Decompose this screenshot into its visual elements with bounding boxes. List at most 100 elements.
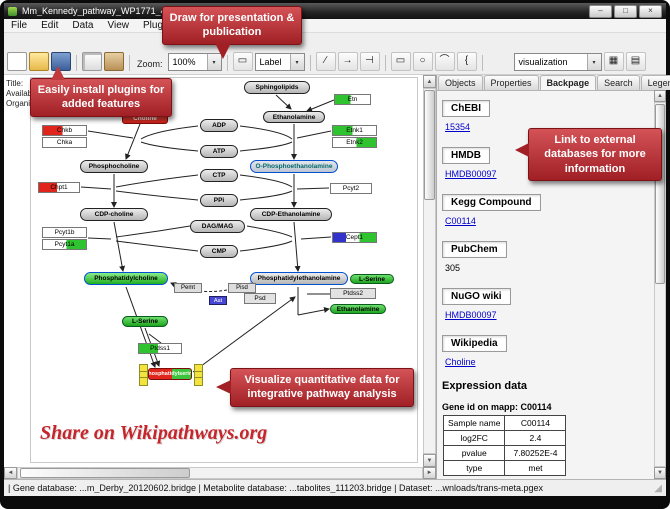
visualization-combobox-value: visualization xyxy=(518,57,568,67)
status-bar: | Gene database: ...m_Derby_20120602.bri… xyxy=(4,479,666,496)
pathway-node-ptdss2[interactable]: Ptdss2 xyxy=(330,288,376,299)
scroll-up-icon[interactable]: ▲ xyxy=(654,90,666,102)
pathway-node-cdp-ethanolamine[interactable]: CDP-Ethanolamine xyxy=(250,208,332,221)
tab-legend[interactable]: Legend xyxy=(640,75,670,90)
backpage-link[interactable]: C00114 xyxy=(445,216,476,226)
pathway-node-psd[interactable]: Psd xyxy=(244,293,276,304)
scroll-left-icon[interactable]: ◄ xyxy=(4,467,17,479)
pathway-node-adp[interactable]: ADP xyxy=(200,119,238,132)
label-combobox[interactable]: Label▾ xyxy=(254,53,305,71)
arrow-tool-icon[interactable]: → xyxy=(337,52,358,71)
pathway-node-phosphatidylethanolamine[interactable]: Phosphatidylethanolamine xyxy=(250,272,348,285)
selection-handle[interactable] xyxy=(194,377,203,386)
scroll-down-icon[interactable]: ▼ xyxy=(654,467,666,479)
backpage-link[interactable]: Choline xyxy=(445,357,476,367)
tbar-tool-icon[interactable]: ⊣ xyxy=(359,52,380,71)
horizontal-scroll-thumb[interactable] xyxy=(20,468,190,478)
title-bar[interactable]: Mm_Kennedy_pathway_WP1771_45176.gp... –□… xyxy=(4,3,666,19)
pathway-node-ptdss1[interactable]: Ptdss1 xyxy=(138,343,182,354)
rectangle-tool-icon[interactable]: ▭ xyxy=(390,52,411,71)
vertical-scrollbar[interactable]: ▲ ▼ xyxy=(423,75,436,467)
side-panel-tabs: ObjectsPropertiesBackpageSearchLegend xyxy=(437,75,670,91)
pathway-node-cdp-choline[interactable]: CDP-choline xyxy=(80,208,148,221)
pathway-node-l-serine[interactable]: L-Serine xyxy=(122,316,168,327)
pathway-node-pemt[interactable]: Pemt xyxy=(174,283,202,293)
resize-grip-icon[interactable]: ◢ xyxy=(654,482,662,494)
tab-search[interactable]: Search xyxy=(597,75,640,90)
scroll-up-icon[interactable]: ▲ xyxy=(423,75,436,88)
new-file-icon[interactable] xyxy=(7,52,27,71)
zoom-combobox[interactable]: 100%▾ xyxy=(167,53,222,71)
tab-properties[interactable]: Properties xyxy=(483,75,539,90)
datanode-tool-icon[interactable]: ▭ xyxy=(232,52,253,71)
copy-icon[interactable] xyxy=(82,52,102,71)
pathway-node-pcyt1a[interactable]: Pcyt1a xyxy=(42,239,87,250)
callout-draw-text: Draw for presentation & publication xyxy=(169,12,295,39)
backpage-heading: Kegg Compound xyxy=(442,194,541,211)
menu-edit[interactable]: Edit xyxy=(41,20,59,31)
pathway-node-etnk2[interactable]: Etnk2 xyxy=(332,137,377,148)
pathway-node-ethanolamine[interactable]: Ethanolamine xyxy=(330,304,386,314)
menu-plugins[interactable]: Plugins xyxy=(142,20,176,31)
pathway-node-ethanolamine[interactable]: Ethanolamine xyxy=(263,111,325,123)
horizontal-scrollbar[interactable]: ◄ ► xyxy=(4,467,436,479)
close-button[interactable]: × xyxy=(639,4,662,18)
line-tool-icon[interactable]: ∕ xyxy=(315,52,336,71)
scroll-down-icon[interactable]: ▼ xyxy=(423,454,436,467)
pathway-node-phosphatidylcholine[interactable]: Phosphatidylcholine xyxy=(84,272,168,285)
backpage-link[interactable]: HMDB00097 xyxy=(445,169,497,179)
callout-plugins-text: Easily install plugins for added feature… xyxy=(37,84,165,111)
pathway-node-atp[interactable]: ATP xyxy=(200,145,238,158)
tab-backpage[interactable]: Backpage xyxy=(539,75,597,90)
brace-tool-icon[interactable]: { xyxy=(456,52,477,71)
pathway-node-aat[interactable]: Aat xyxy=(209,296,227,305)
paste-icon[interactable] xyxy=(104,52,124,71)
pathway-info-line: Availab xyxy=(6,89,33,98)
chevron-down-icon: ▾ xyxy=(289,54,304,70)
pathway-node-sphingolipids[interactable]: Sphingolipids xyxy=(244,81,310,94)
pathway-node-chka[interactable]: Chka xyxy=(42,137,87,148)
menu-view[interactable]: View xyxy=(107,20,129,31)
visualization-combobox[interactable]: visualization▾ xyxy=(513,53,602,71)
arc-tool-icon[interactable]: ⌒ xyxy=(434,52,455,71)
tab-objects[interactable]: Objects xyxy=(438,75,483,90)
pathway-node-chkb[interactable]: Chkb xyxy=(42,125,87,136)
legend-icon[interactable]: ▤ xyxy=(625,52,646,71)
pathway-node-dag-mag[interactable]: DAG/MAG xyxy=(190,220,245,233)
pathway-node-etnk1[interactable]: Etnk1 xyxy=(332,125,377,136)
pathway-node-ctp[interactable]: CTP xyxy=(200,169,238,182)
pathway-node-pisd[interactable]: Pisd xyxy=(228,283,256,293)
pathway-node-l-serine[interactable]: L-Serine xyxy=(350,274,394,284)
pathway-node-etn[interactable]: Etn xyxy=(334,94,371,105)
panel-scrollbar[interactable]: ▲ ▼ xyxy=(654,90,666,479)
maximize-button[interactable]: □ xyxy=(614,4,637,18)
pathway-node-o-phosphoethanolamine[interactable]: O-Phosphoethanolamine xyxy=(250,160,338,173)
backpage-link[interactable]: HMDB00097 xyxy=(445,310,497,320)
menu-data[interactable]: Data xyxy=(72,20,94,31)
ellipse-tool-icon[interactable]: ○ xyxy=(412,52,433,71)
callout-draw: Draw for presentation & publication xyxy=(162,6,302,59)
open-file-icon[interactable] xyxy=(29,52,49,71)
minimize-button[interactable]: – xyxy=(589,4,612,18)
pathway-node-cmp[interactable]: CMP xyxy=(200,245,238,258)
pathway-node-chpt1[interactable]: Chpt1 xyxy=(38,182,80,193)
panel-scroll-thumb[interactable] xyxy=(655,104,665,284)
pathway-node-cept1[interactable]: Cept1 xyxy=(332,232,377,243)
pathway-node-pcyt1b[interactable]: Pcyt1b xyxy=(42,227,87,238)
selection-handle[interactable] xyxy=(139,377,148,386)
pathway-node-phosphatidylserine[interactable]: Phosphatidylserine xyxy=(148,368,192,380)
pathway-node-ppi[interactable]: PPi xyxy=(200,194,238,207)
scroll-right-icon[interactable]: ► xyxy=(423,467,436,479)
menu-file[interactable]: File xyxy=(11,20,28,31)
status-text: | Gene database: ...m_Derby_20120602.bri… xyxy=(8,483,544,493)
vertical-scroll-thumb[interactable] xyxy=(424,90,435,200)
color-set-icon[interactable]: ▦ xyxy=(603,52,624,71)
backpage-value: 305 xyxy=(445,263,461,273)
backpage-link[interactable]: 15354 xyxy=(445,122,471,132)
pathway-node-phosphocholine[interactable]: Phosphocholine xyxy=(80,160,148,173)
pathway-node-pcyt2[interactable]: Pcyt2 xyxy=(330,183,372,194)
